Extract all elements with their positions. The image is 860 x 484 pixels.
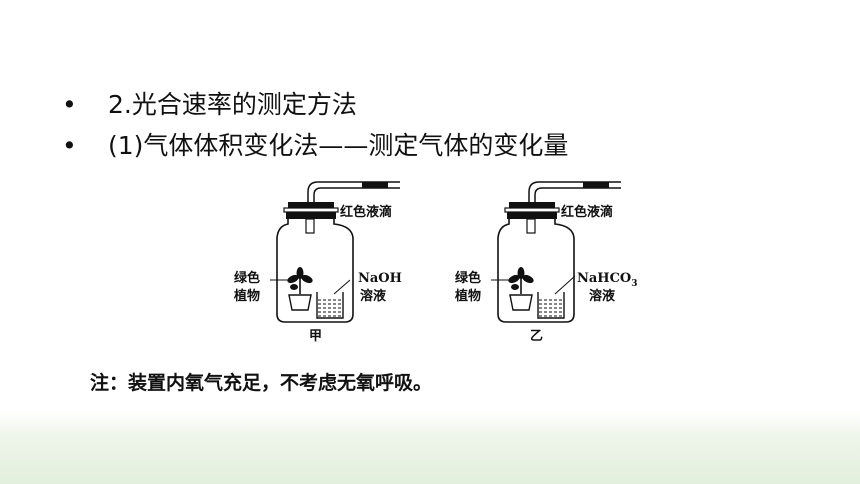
plant-label-line1: 绿色 — [455, 270, 481, 286]
bullet-item-1: • 2.光合速率的测定方法 — [62, 90, 357, 120]
glass-tube-outer — [307, 181, 400, 208]
beaker — [316, 292, 344, 319]
footer-gradient-band — [0, 410, 860, 484]
footnote: 注：装置内氧气充足，不考虑无氧呼吸。 — [90, 372, 433, 394]
droplet-label: 红色液滴 — [340, 204, 392, 220]
glass-tube-inner — [534, 187, 621, 208]
plant-leaf — [517, 267, 525, 279]
stopper-top — [509, 202, 555, 208]
solution-lines — [539, 299, 563, 317]
glass-tube-outer — [528, 181, 621, 208]
red-droplet — [362, 182, 388, 188]
plant-leaf — [522, 274, 534, 284]
flower-pot — [288, 294, 312, 311]
tube-inside — [526, 218, 536, 234]
stopper-base — [286, 212, 336, 219]
bullet-marker: • — [62, 131, 77, 160]
solution-leader-line — [554, 275, 576, 295]
solution-label-line1: NaOH — [358, 271, 402, 286]
plant-label-line2: 植物 — [454, 288, 481, 304]
solution-label-line2: 溶液 — [360, 288, 386, 304]
stopper-base — [507, 212, 557, 219]
plant-leaf — [511, 284, 519, 290]
plant-label-line1: 绿色 — [234, 270, 260, 286]
plant-leaf — [296, 267, 304, 279]
stopper-ring — [504, 207, 560, 213]
plant-leaf — [287, 274, 299, 284]
apparatus-diagram-yi: 红色液滴 绿色 植物 NaHCO3 溶液 乙 — [454, 181, 638, 344]
bullet-marker: • — [62, 90, 77, 119]
stopper-ring — [283, 207, 339, 213]
diagram-caption: 乙 — [530, 329, 543, 344]
plant-leaf — [508, 274, 520, 284]
droplet-label: 红色液滴 — [561, 204, 613, 220]
plant-leaf — [301, 274, 313, 284]
apparatus-diagram-jia: 红色液滴 绿色 植物 NaOH 溶液 甲 — [233, 181, 402, 344]
red-droplet — [583, 182, 609, 188]
diagram-caption: 甲 — [309, 329, 322, 344]
stopper-top — [288, 202, 334, 208]
solution-label-line2: 溶液 — [589, 288, 615, 304]
plant-label-line2: 植物 — [233, 288, 260, 304]
flower-pot — [509, 294, 533, 311]
solution-lines — [318, 299, 342, 317]
beaker — [537, 292, 565, 319]
bullet-text: (1)气体体积变化法——测定气体的变化量 — [108, 131, 569, 160]
solution-leader-line — [333, 279, 351, 295]
plant-leaf — [290, 284, 298, 290]
bullet-item-2: • (1)气体体积变化法——测定气体的变化量 — [62, 131, 568, 161]
jar-outline — [276, 219, 354, 323]
tube-inside — [305, 218, 315, 234]
formula-subscript: 3 — [631, 279, 637, 289]
jar-outline — [497, 219, 575, 323]
formula-main: NaHCO — [577, 271, 631, 286]
solution-label-line1: NaHCO3 — [577, 271, 638, 289]
bullet-text: 2.光合速率的测定方法 — [108, 90, 357, 119]
glass-tube-inner — [313, 187, 400, 208]
